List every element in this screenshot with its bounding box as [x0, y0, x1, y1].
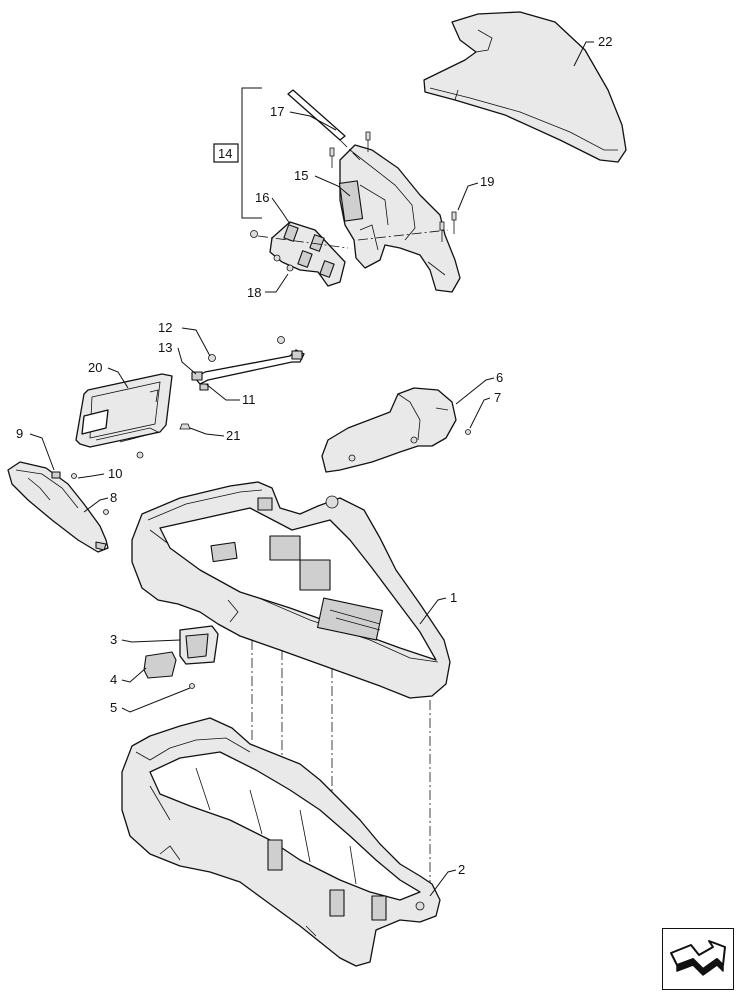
part-5-screw	[189, 683, 195, 689]
callout-13: 13	[158, 340, 172, 355]
next-page-button[interactable]	[662, 928, 734, 990]
assembly-14-bracket	[213, 87, 262, 219]
callout-16: 16	[255, 190, 269, 205]
callout-19: 19	[480, 174, 494, 189]
leader-lines	[29, 41, 594, 897]
part-17-rod	[287, 89, 346, 141]
part-6-armrest-cushion	[321, 387, 471, 473]
callout-20: 20	[88, 360, 102, 375]
callout-labels: 22 17 14 15 19 16 18 12 13 20 6 7 11 9 2…	[16, 34, 612, 877]
part-2-base-frame	[121, 717, 441, 967]
callout-22: 22	[598, 34, 612, 49]
part-11-strap	[191, 336, 305, 391]
callout-15: 15	[294, 168, 308, 183]
part-3-insert	[179, 625, 219, 665]
callout-12: 12	[158, 320, 172, 335]
part-4-cap	[143, 651, 177, 679]
callout-14: 14	[218, 146, 232, 161]
part-1-console-shell	[131, 481, 451, 699]
part-16-switch-block	[250, 221, 346, 287]
screw-hardware-21	[136, 423, 191, 459]
part-15-bracket	[338, 144, 461, 293]
callout-21: 21	[226, 428, 240, 443]
callout-5: 5	[110, 700, 117, 715]
callout-4: 4	[110, 672, 117, 687]
callout-17: 17	[270, 104, 284, 119]
callout-7: 7	[494, 390, 501, 405]
callout-1: 1	[450, 590, 457, 605]
part-22-top-cover	[423, 11, 627, 163]
callout-11: 11	[242, 392, 256, 407]
part-8-side-rail	[7, 461, 109, 553]
next-page-arrow-icon	[670, 940, 726, 976]
callout-2: 2	[458, 862, 465, 877]
callout-10: 10	[108, 466, 122, 481]
callout-3: 3	[110, 632, 117, 647]
screw-hardware-top	[329, 131, 457, 242]
callout-8: 8	[110, 490, 117, 505]
callout-18: 18	[247, 285, 261, 300]
part-20-panel	[75, 373, 173, 448]
assembly-alignment-line	[257, 139, 449, 249]
callout-6: 6	[496, 370, 503, 385]
callout-9: 9	[16, 426, 23, 441]
